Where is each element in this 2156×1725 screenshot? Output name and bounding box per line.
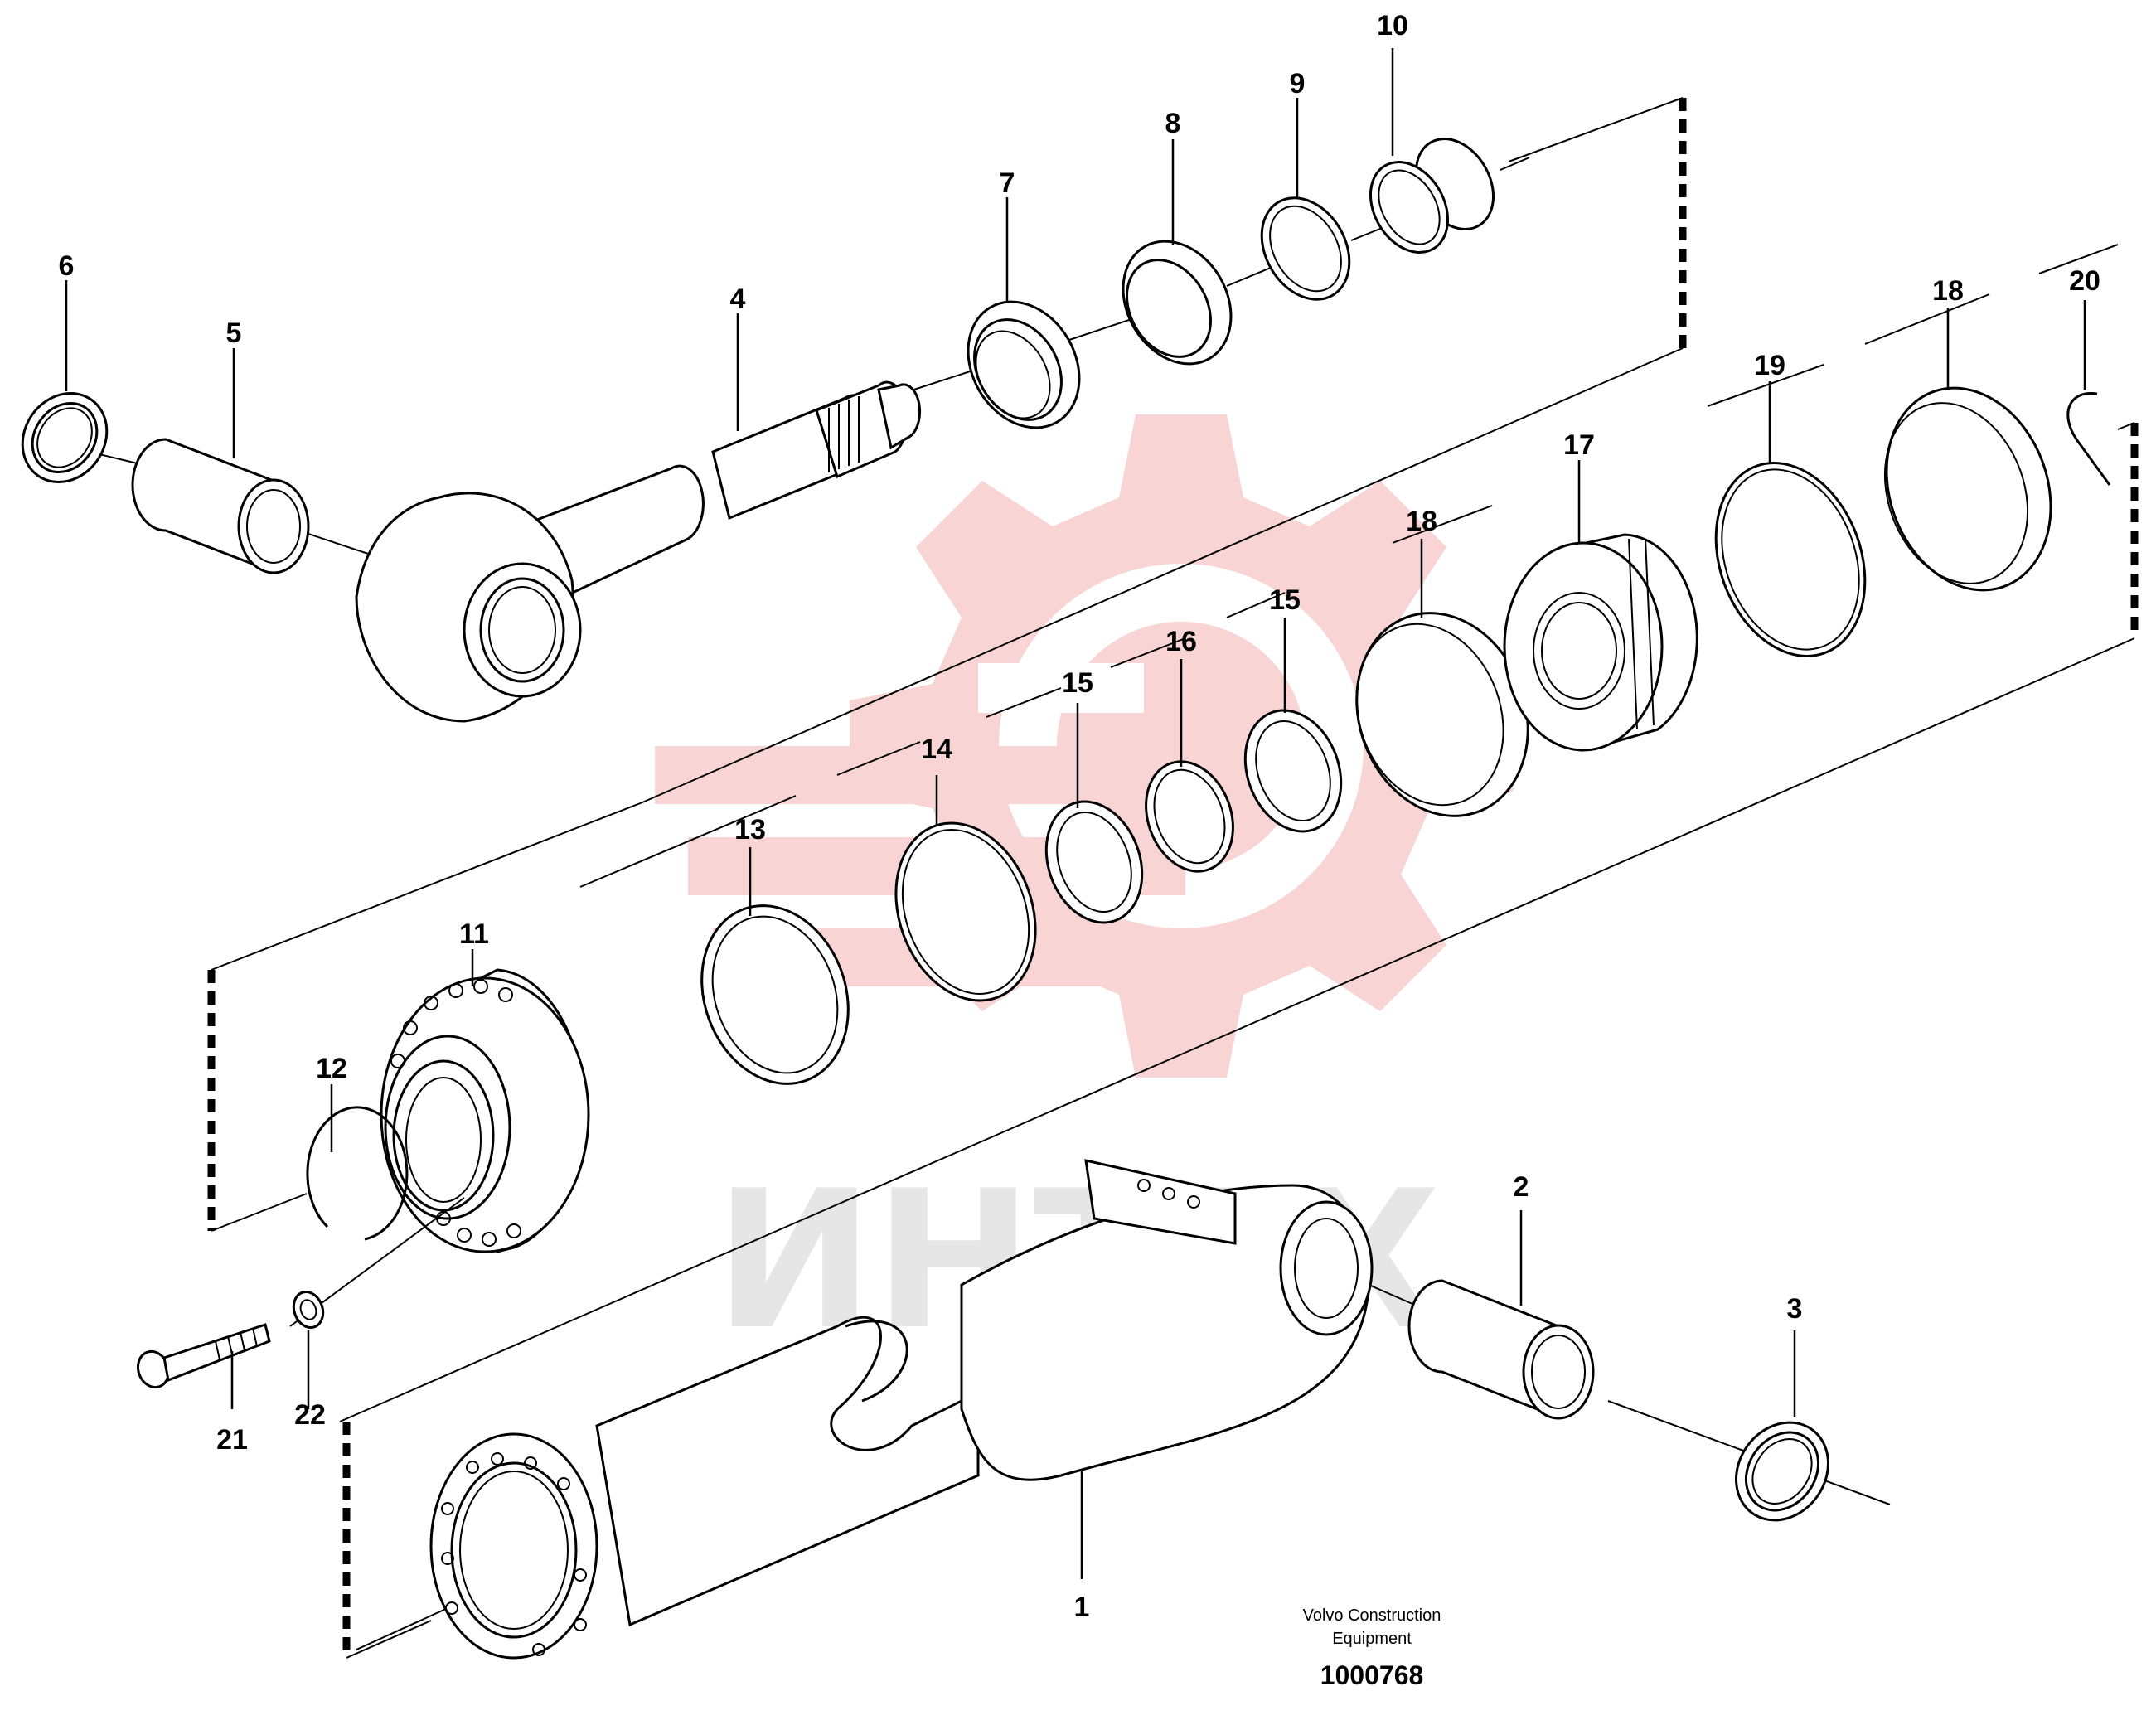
callout-15-lower: 15 <box>1062 667 1093 699</box>
callout-14: 14 <box>921 734 952 765</box>
callout-22: 22 <box>294 1399 326 1431</box>
part-7-seal <box>967 300 1081 429</box>
callout-15-upper: 15 <box>1269 584 1301 616</box>
drawing-number: 1000768 <box>1320 1660 1424 1690</box>
part-6-dust-seal <box>21 391 109 484</box>
callout-2: 2 <box>1514 1171 1529 1203</box>
callout-12: 12 <box>316 1053 347 1084</box>
callout-8: 8 <box>1165 108 1181 139</box>
part-22-washer <box>292 1291 325 1329</box>
callout-17: 17 <box>1563 429 1595 461</box>
callout-3: 3 <box>1787 1293 1803 1325</box>
callout-18-upper: 18 <box>1932 275 1964 307</box>
callout-5: 5 <box>226 317 242 349</box>
callout-16: 16 <box>1165 626 1197 657</box>
part-17-piston <box>1503 533 1698 752</box>
callout-10: 10 <box>1377 10 1408 41</box>
part-8-guide-ring <box>1122 240 1233 366</box>
part-14-ring <box>894 821 1037 1002</box>
caption-company-line2: Equipment <box>1332 1630 1412 1648</box>
part-9-o-ring <box>1260 196 1351 301</box>
callout-11: 11 <box>459 918 489 950</box>
part-15-o-ring-lower <box>1044 800 1144 924</box>
callout-1: 1 <box>1074 1592 1090 1623</box>
row2-axis <box>579 244 2119 888</box>
part-3-dust-seal <box>1735 1421 1829 1522</box>
part-11-cylinder-head <box>380 968 590 1253</box>
part-21-bolt <box>136 1323 271 1389</box>
callout-7: 7 <box>1000 167 1015 199</box>
part-15-o-ring-upper <box>1243 709 1343 833</box>
callout-9: 9 <box>1290 68 1306 99</box>
part-2-bushing <box>1407 1279 1595 1420</box>
caption-company-line1: Volvo Construction <box>1303 1606 1441 1625</box>
part-10-wiper-seal <box>1369 138 1495 254</box>
callout-labels: 6 5 4 7 8 9 10 11 12 13 14 15 15 16 17 1… <box>59 10 2100 1623</box>
callout-18-lower: 18 <box>1406 506 1437 537</box>
callout-13: 13 <box>734 814 766 846</box>
callout-6: 6 <box>59 250 75 282</box>
caption-block: Volvo Construction Equipment 1000768 <box>1303 1606 1441 1690</box>
callout-4: 4 <box>730 283 746 315</box>
part-13-seal <box>700 904 850 1085</box>
leader-lines <box>65 48 2086 1579</box>
connector-lines <box>207 97 2139 1659</box>
part-5-bushing <box>131 438 310 574</box>
part-4-piston-rod <box>355 380 922 723</box>
part-16-backup-ring <box>1145 760 1234 873</box>
part-20-lock-pin <box>2066 391 2111 486</box>
part-12-snap-ring <box>306 1106 409 1241</box>
callout-19: 19 <box>1754 350 1785 381</box>
part-18-wear-ring-upper <box>1883 386 2052 592</box>
callout-20: 20 <box>2069 265 2100 297</box>
callout-21: 21 <box>216 1424 248 1456</box>
part-1-cylinder-tube <box>429 1159 1374 1660</box>
part-19-o-ring <box>1714 462 1867 657</box>
